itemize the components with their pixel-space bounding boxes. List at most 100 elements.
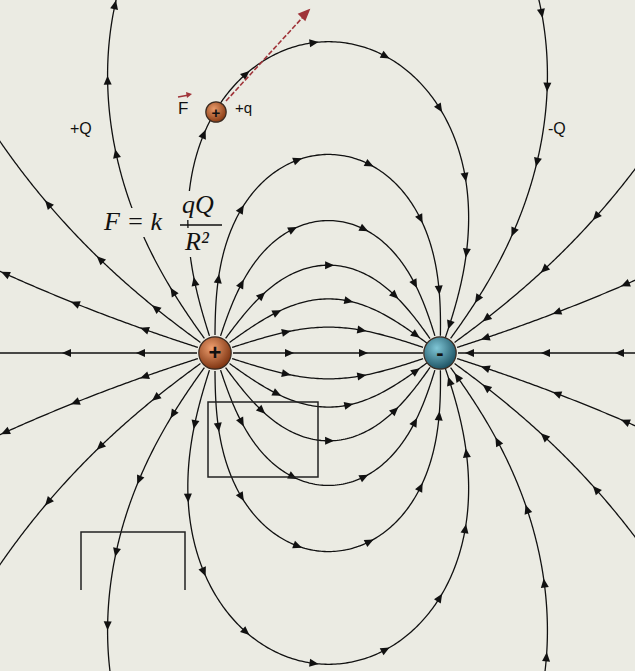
field-arrowhead (455, 373, 463, 383)
field-line (108, 368, 205, 671)
field-arrowhead (198, 566, 205, 576)
field-line (233, 352, 423, 353)
field-line (230, 299, 427, 343)
field-arrowhead (171, 288, 179, 298)
field-arrowhead (309, 39, 318, 47)
field-arrowhead (410, 329, 420, 338)
field-arrowhead (357, 326, 367, 334)
field-line (0, 364, 200, 630)
open-box (81, 532, 185, 590)
field-arrowhead (214, 422, 222, 431)
field-arrowhead (621, 279, 631, 286)
field-arrowhead (463, 248, 471, 257)
field-arrowhead (357, 373, 367, 381)
field-arrowhead (483, 313, 493, 322)
field-arrowhead (552, 307, 562, 314)
field-arrowhead (435, 411, 443, 420)
field-arrowhead (171, 408, 179, 418)
field-arrowhead (621, 420, 631, 427)
field-arrowhead (389, 290, 398, 299)
field-arrowhead (364, 540, 374, 548)
field-arrowhead (113, 547, 121, 557)
field-arrowhead (475, 293, 483, 303)
field-arrowhead (541, 433, 550, 442)
field-arrowhead (309, 659, 318, 667)
field-arrowhead (104, 621, 112, 630)
field-line (451, 368, 548, 671)
field-arrowhead (136, 349, 145, 357)
field-arrowhead (463, 448, 471, 457)
field-arrowhead (236, 280, 244, 290)
field-line (232, 327, 423, 347)
field-arrowhead (45, 200, 54, 209)
field-arrowhead (271, 388, 281, 396)
field-arrowhead (113, 149, 121, 159)
field-line (0, 359, 198, 455)
field-arrowhead (1, 427, 11, 434)
field-arrowhead (358, 224, 368, 232)
field-arrowhead (593, 211, 602, 220)
field-line (451, 0, 548, 338)
field-arrowhead (552, 391, 562, 398)
field-arrowhead (461, 172, 469, 182)
field-arrowhead (214, 274, 222, 283)
field-arrowhead (525, 505, 533, 515)
field-arrowhead (435, 285, 443, 294)
field-arrowhead (380, 51, 390, 59)
field-line (0, 252, 198, 348)
field-arrowhead (364, 159, 374, 167)
charge-fill (206, 102, 226, 122)
field-arrowhead (541, 349, 550, 357)
field-line (457, 261, 635, 347)
field-arrowhead (256, 292, 265, 301)
field-arrowhead (152, 392, 162, 401)
area-box (208, 402, 318, 477)
field-arrowhead (358, 475, 368, 483)
field-arrowhead (192, 277, 200, 287)
field-arrowhead (45, 496, 54, 505)
field-line (188, 42, 469, 338)
field-line (230, 363, 427, 407)
field-arrowhead (465, 349, 474, 357)
field-arrowhead (281, 329, 291, 337)
field-arrowhead (140, 371, 150, 379)
field-arrowhead (543, 83, 551, 92)
charge-sign: + (205, 101, 227, 123)
field-line (455, 111, 635, 343)
field-arrowhead (152, 305, 162, 314)
field-arrowhead (615, 349, 624, 357)
field-arrowhead (110, 0, 118, 10)
field-arrowhead (287, 227, 297, 235)
charge-sign: + (198, 336, 232, 370)
field-arrowhead (461, 524, 469, 534)
negative-charge: - (423, 336, 457, 370)
charge-fill (424, 337, 456, 369)
field-line (221, 370, 435, 485)
field-arrowhead (104, 76, 112, 85)
field-arrowhead (325, 437, 334, 445)
field-arrowhead (409, 278, 417, 288)
formula-part: F = k (102, 208, 164, 237)
field-arrowhead (481, 333, 491, 341)
field-line (232, 359, 423, 379)
field-arrowhead (511, 227, 518, 237)
field-line (0, 352, 197, 353)
charge-label: +Q (68, 120, 94, 138)
field-arrowhead (281, 369, 291, 377)
test-charge-label: +q (233, 100, 254, 117)
field-arrowhead (593, 486, 602, 495)
vector-mark-head (186, 92, 192, 98)
field-line (455, 364, 635, 596)
field-arrowhead (198, 130, 205, 140)
field-arrowhead (537, 8, 545, 18)
field-arrowhead (325, 261, 334, 269)
field-arrowhead (71, 397, 81, 404)
test-charge: + (205, 101, 227, 123)
field-arrowhead (389, 407, 398, 416)
field-arrowhead (236, 417, 244, 427)
field-arrowhead (62, 349, 71, 357)
field-arrowhead (447, 377, 455, 387)
field-arrowhead (71, 301, 81, 308)
